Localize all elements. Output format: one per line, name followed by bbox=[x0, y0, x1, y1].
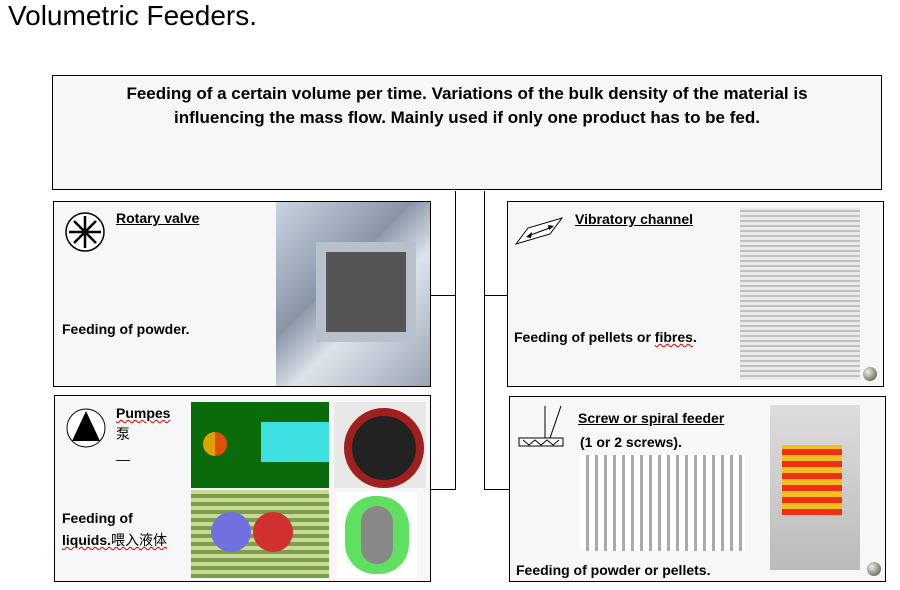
description-box: Feeding of a certain volume per time. Va… bbox=[52, 75, 882, 190]
vibratory-channel-icon bbox=[514, 217, 564, 245]
connector bbox=[484, 489, 510, 490]
pumps-text-2: liquids.喂入液体 bbox=[62, 532, 167, 548]
connector bbox=[430, 295, 456, 296]
screw-feeder-subtitle: (1 or 2 screws). bbox=[580, 434, 682, 450]
rotary-valve-icon bbox=[65, 212, 105, 252]
pumps-label: Pumpes bbox=[116, 405, 171, 421]
pumps-text-1: Feeding of bbox=[62, 510, 133, 526]
pumps-dash: — bbox=[116, 451, 130, 467]
screw-feeder-box: Screw or spiral feeder (1 or 2 screws). … bbox=[509, 396, 886, 582]
sound-icon[interactable] bbox=[867, 562, 881, 576]
peristaltic-pump-photo bbox=[334, 402, 426, 488]
connector bbox=[484, 295, 508, 296]
vibratory-channel-text: Feeding of pellets or fibres. bbox=[514, 329, 697, 345]
vibratory-channel-photo bbox=[740, 208, 860, 380]
connector bbox=[484, 191, 485, 490]
gear-pump-diagram bbox=[191, 490, 329, 578]
screws-photo bbox=[580, 455, 745, 551]
pumps-subtitle: 泵 bbox=[116, 426, 130, 442]
connector bbox=[455, 191, 456, 490]
rotary-valve-label: Rotary valve bbox=[116, 210, 200, 226]
screw-feeder-text: Feeding of powder or pellets. bbox=[516, 562, 711, 578]
description-line-1: Feeding of a certain volume per time. Va… bbox=[126, 84, 808, 103]
sound-icon[interactable] bbox=[863, 367, 877, 381]
connector bbox=[430, 489, 456, 490]
rotary-valve-box: Rotary valve Feeding of powder. bbox=[53, 201, 431, 387]
description-line-2: influencing the mass flow. Mainly used i… bbox=[174, 108, 760, 127]
pumps-box: Pumpes 泵 — Feeding of liquids.喂入液体 bbox=[54, 395, 431, 582]
vibratory-channel-box: Vibratory channel Feeding of pellets or … bbox=[507, 201, 884, 387]
screw-feeder-icon bbox=[518, 405, 564, 447]
rotary-valve-text: Feeding of powder. bbox=[62, 321, 190, 337]
screw-feeder-label: Screw or spiral feeder bbox=[578, 410, 725, 426]
screw-feeder-photo bbox=[770, 405, 860, 570]
rotary-valve-photo bbox=[276, 202, 430, 386]
page-title: Volumetric Feeders. bbox=[8, 0, 257, 31]
pump-icon bbox=[66, 408, 106, 448]
pump-diagram-piston bbox=[191, 402, 329, 488]
vibratory-channel-label: Vibratory channel bbox=[575, 211, 694, 227]
lobe-pump-diagram bbox=[337, 492, 417, 578]
